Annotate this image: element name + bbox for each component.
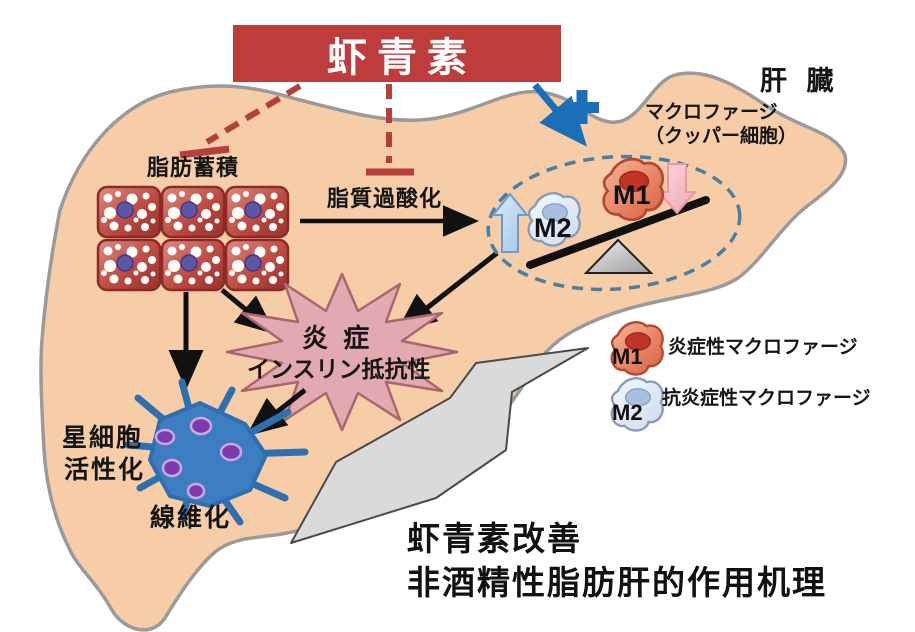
balance-dashed-ellipse	[486, 154, 742, 292]
caption-pointer-arrow	[290, 347, 589, 544]
inflammation-label-line1: 炎 症	[302, 323, 374, 353]
macrophage-caption-line2: （クッパー細胞）	[645, 126, 798, 147]
plus-icon	[565, 90, 599, 124]
inhibition-arrow-lipid	[366, 84, 414, 176]
m2-balance-label: M2	[534, 213, 572, 243]
inhibition-arrow-fat	[179, 83, 302, 159]
caption-line1: 虾青素改善	[407, 520, 582, 557]
legend-m2-key: M2	[612, 400, 643, 425]
activation-arrow	[532, 82, 588, 147]
lipid-peroxidation-label: 脂質過酸化	[327, 186, 443, 211]
legend-m2-icon	[610, 377, 664, 432]
fibrosis-label: 線維化	[150, 504, 232, 532]
astaxanthin-banner: 虾青素	[233, 25, 561, 82]
inflammation-label-line2: インスリン抵抗性	[247, 356, 431, 382]
m2-cell-icon	[527, 192, 581, 247]
liver-label: 肝 臓	[760, 66, 840, 96]
fat-accumulation-label: 脂肪蓄積	[147, 155, 240, 180]
legend-m2-label: 抗炎症性マクロファージ	[662, 388, 871, 409]
fat-cell	[96, 185, 162, 239]
macrophage-balance	[486, 154, 742, 292]
legend-m1-label: 炎症性マクロファージ	[668, 337, 858, 358]
macrophage-caption-line1: マクロファージ	[645, 102, 778, 123]
seesaw-fulcrum	[583, 238, 654, 274]
m1-balance-label: M1	[613, 180, 651, 210]
fat-cell	[160, 238, 226, 292]
caption-line2: 非酒精性脂肪肝的作用机理	[407, 564, 827, 601]
legend-m1-icon	[610, 321, 664, 376]
inflammation-starburst	[225, 272, 459, 432]
stellate-cell-cluster	[124, 378, 309, 526]
stellate-label-line2: 活性化	[64, 456, 146, 484]
m1-cell-icon	[602, 157, 665, 222]
stellate-label-line1: 星細胞	[62, 424, 144, 452]
fat-cell	[224, 185, 290, 239]
fat-cell	[224, 238, 290, 292]
fat-cell	[96, 238, 162, 292]
fat-cell	[160, 185, 226, 239]
arrow-balance-to-inflammation	[396, 251, 499, 333]
m2-increase-arrow-icon	[490, 192, 530, 253]
legend-m1-key: M1	[612, 344, 643, 369]
